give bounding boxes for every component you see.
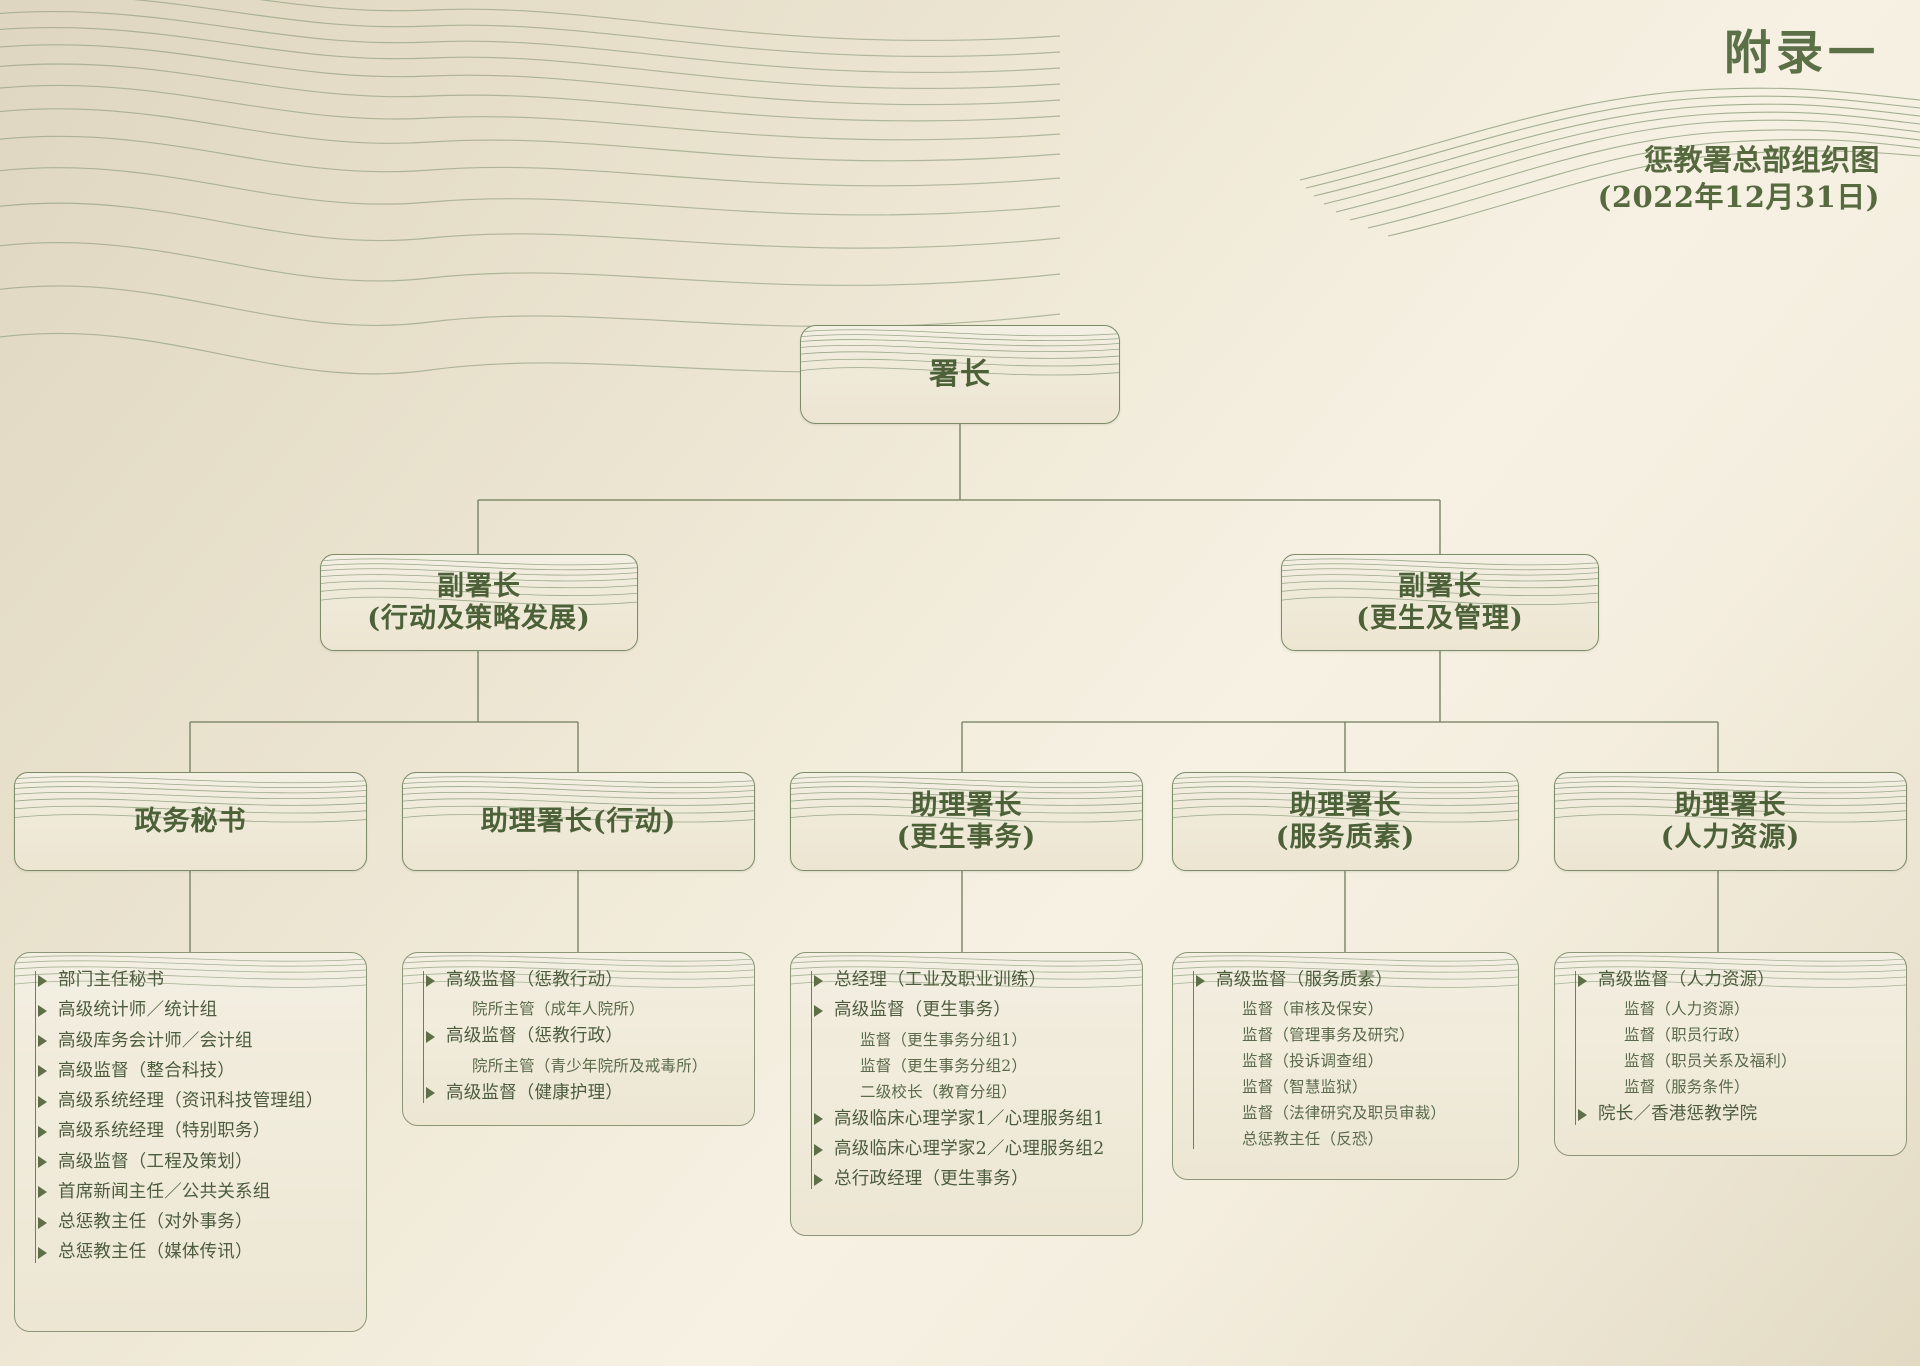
operations-panel-list: 高级监督（惩教行动） 院所主管（成年人院所） 高级监督（惩教行政） 院所主管（青少年院…	[423, 970, 740, 1103]
list-subitem: 监督（管理事务及研究）	[1242, 1026, 1415, 1045]
node-asst-quality[interactable]: 助理署长 (服务质素)	[1172, 772, 1519, 871]
hr-panel: 高级监督（人力资源） 监督（人力资源） 监督（职员行政） 监督（职员关系及福利） 监督（…	[1554, 952, 1907, 1156]
list-item: 高级系统经理（资讯科技管理组）	[36, 1091, 352, 1111]
list-item: 总行政经理（更生事务）	[812, 1169, 1128, 1189]
node-asst-secretary[interactable]: 政务秘书	[14, 772, 367, 871]
node-asst-hr[interactable]: 助理署长 (人力资源)	[1554, 772, 1907, 871]
node-deputy-rehab-label: 副署长 (更生及管理)	[1356, 570, 1524, 634]
list-item: 总经理（工业及职业训练）	[812, 970, 1128, 990]
quality-panel-list: 高级监督（服务质素） 监督（审核及保安） 监督（管理事务及研究） 监督（投诉调查组） 监…	[1193, 970, 1504, 1149]
list-subitem: 监督（审核及保安）	[1242, 1000, 1384, 1019]
hr-panel-list: 高级监督（人力资源） 监督（人力资源） 监督（职员行政） 监督（职员关系及福利） 监督（…	[1575, 970, 1892, 1125]
title-block: 附录一 惩教署总部组织图 (2022年12月31日)	[1320, 28, 1880, 217]
node-asst-quality-label: 助理署长 (服务质素)	[1275, 789, 1416, 853]
appendix-title: 附录一	[1724, 26, 1880, 81]
list-subitem: 院所主管（青少年院所及戒毒所）	[472, 1056, 708, 1075]
list-item: 总惩教主任（对外事务）	[36, 1212, 352, 1232]
list-item: 高级系统经理（特别职务）	[36, 1121, 352, 1141]
list-item: 总惩教主任（媒体传讯）	[36, 1242, 352, 1262]
chart-title-line-1: 惩教署总部组织图	[1643, 142, 1880, 177]
node-asst-rehab-label: 助理署长 (更生事务)	[896, 789, 1037, 853]
node-asst-operations[interactable]: 助理署长(行动)	[402, 772, 755, 871]
node-asst-operations-label: 助理署长(行动)	[480, 805, 677, 837]
list-item: 院长／香港惩教学院	[1576, 1105, 1892, 1125]
node-commissioner-label: 署长	[929, 356, 991, 392]
list-subitem: 监督（更生事务分组2）	[860, 1056, 1028, 1075]
chart-title: 惩教署总部组织图 (2022年12月31日)	[1320, 142, 1880, 217]
node-asst-hr-label: 助理署长 (人力资源)	[1660, 789, 1801, 853]
secretary-panel: 部门主任秘书高级统计师／统计组高级库务会计师／会计组高级监督（整合科技） 高级系统…	[14, 952, 367, 1332]
rehab-panel-list: 总经理（工业及职业训练） 高级监督（更生事务） 监督（更生事务分组1） 监督（更生事务…	[811, 970, 1128, 1190]
chart-title-line-2: (2022年12月31日)	[1597, 180, 1880, 215]
list-item: 高级监督（惩教行动）	[424, 970, 740, 990]
list-item: 高级监督（服务质素）	[1194, 970, 1504, 990]
node-deputy-operations-label: 副署长 (行动及策略发展)	[367, 570, 591, 634]
node-deputy-operations[interactable]: 副署长 (行动及策略发展)	[320, 554, 638, 651]
node-deputy-rehab[interactable]: 副署长 (更生及管理)	[1281, 554, 1599, 651]
list-subitem: 监督（智慧监狱）	[1242, 1078, 1368, 1097]
list-item: 部门主任秘书	[36, 970, 352, 990]
list-item: 高级监督（惩教行政）	[424, 1027, 740, 1047]
list-subitem: 监督（更生事务分组1）	[860, 1030, 1028, 1049]
list-item: 高级监督（工程及策划）	[36, 1152, 352, 1172]
list-subitem: 二级校长（教育分组）	[860, 1082, 1018, 1101]
list-item: 高级库务会计师／会计组	[36, 1031, 352, 1051]
list-subitem: 监督（人力资源）	[1624, 1000, 1750, 1019]
list-item: 高级监督（人力资源）	[1576, 970, 1892, 990]
list-subitem: 院所主管（成年人院所）	[472, 1000, 645, 1019]
list-item: 高级监督（健康护理）	[424, 1083, 740, 1103]
list-item: 首席新闻主任／公共关系组	[36, 1182, 352, 1202]
quality-panel: 高级监督（服务质素） 监督（审核及保安） 监督（管理事务及研究） 监督（投诉调查组） 监…	[1172, 952, 1519, 1180]
list-item: 高级临床心理学家2／心理服务组2	[812, 1139, 1128, 1159]
node-commissioner[interactable]: 署长	[800, 325, 1120, 424]
list-subitem: 监督（服务条件）	[1624, 1078, 1750, 1097]
list-subitem: 监督（投诉调查组）	[1242, 1052, 1384, 1071]
list-item: 高级统计师／统计组	[36, 1000, 352, 1020]
list-subitem: 监督（职员行政）	[1624, 1026, 1750, 1045]
list-item: 高级监督（更生事务）	[812, 1000, 1128, 1020]
node-asst-secretary-label: 政务秘书	[134, 805, 247, 837]
rehab-panel: 总经理（工业及职业训练） 高级监督（更生事务） 监督（更生事务分组1） 监督（更生事务…	[790, 952, 1143, 1236]
list-subitem: 监督（法律研究及职员审裁）	[1242, 1104, 1447, 1123]
list-subitem: 监督（职员关系及福利）	[1624, 1052, 1797, 1071]
list-subitem: 总惩教主任（反恐）	[1242, 1130, 1384, 1149]
secretary-panel-list: 部门主任秘书高级统计师／统计组高级库务会计师／会计组高级监督（整合科技） 高级系统…	[35, 970, 352, 1263]
list-item: 高级临床心理学家1／心理服务组1	[812, 1109, 1128, 1129]
node-asst-rehab[interactable]: 助理署长 (更生事务)	[790, 772, 1143, 871]
list-item: 高级监督（整合科技）	[36, 1061, 352, 1081]
operations-panel: 高级监督（惩教行动） 院所主管（成年人院所） 高级监督（惩教行政） 院所主管（青少年院…	[402, 952, 755, 1126]
